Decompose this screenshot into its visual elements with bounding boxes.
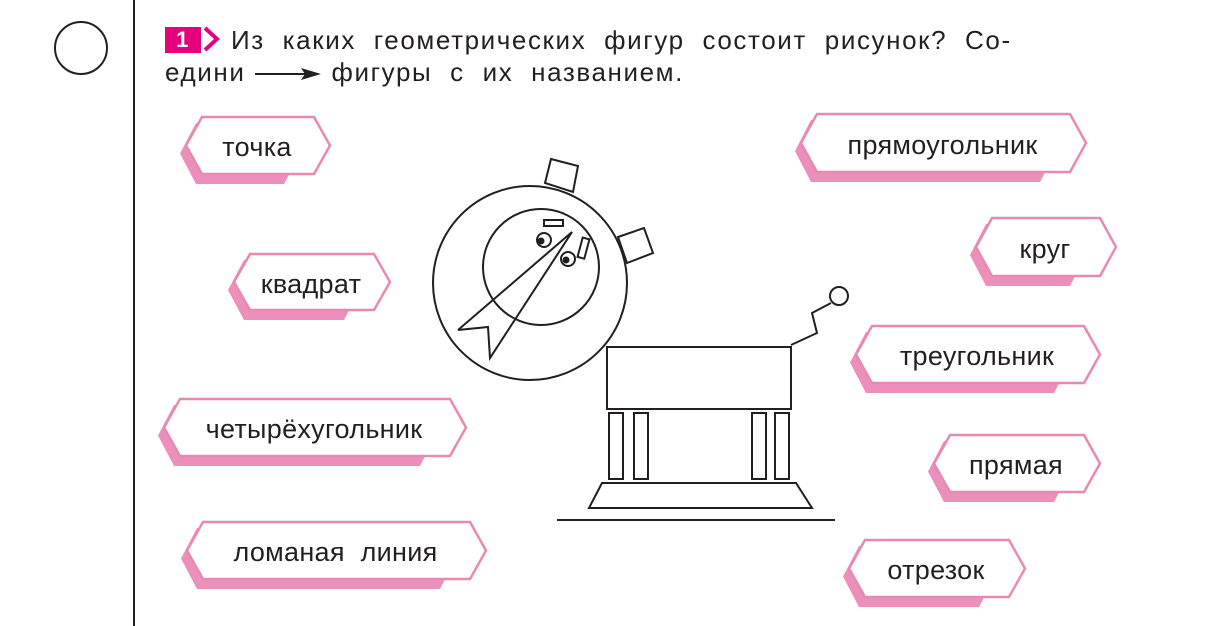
label-text: прямоугольник: [847, 129, 1038, 160]
label-treugolnik[interactable]: треугольник: [850, 324, 1102, 393]
label-text: прямая: [969, 450, 1063, 480]
leg-2: [633, 412, 649, 480]
label-hexagon-frame: [158, 397, 468, 466]
head-inner-circle: [482, 208, 600, 326]
body-rect: [606, 346, 792, 410]
eye-left: [536, 232, 552, 248]
ear-square-top: [543, 157, 580, 194]
chevron-icon: [203, 26, 220, 52]
label-hexagon-frame: [228, 252, 392, 320]
label-text: круг: [1019, 233, 1071, 264]
label-hexagon-frame: [181, 520, 488, 589]
pupil-left: [537, 237, 545, 245]
label-text: треугольник: [899, 341, 1055, 371]
label-krug[interactable]: круг: [970, 216, 1118, 286]
label-text: точка: [222, 132, 292, 162]
task-line-2-end: фигуры с их названием.: [331, 57, 684, 87]
answer-circle[interactable]: [54, 21, 108, 75]
eyebrow-rect-2: [576, 236, 591, 260]
label-hexagon-frame: [843, 538, 1027, 607]
label-chetyrekhugolnik[interactable]: четырёхугольник: [158, 397, 468, 466]
label-tochka[interactable]: точка: [180, 115, 332, 184]
head-outer-circle: [432, 185, 628, 381]
leg-3: [751, 412, 767, 480]
label-pryamaya[interactable]: прямая: [928, 433, 1102, 502]
eyebrow-rect: [543, 219, 564, 227]
label-lomanaya-liniya[interactable]: ломаная линия: [181, 520, 488, 589]
label-text: отрезок: [887, 555, 985, 585]
tail-broken-line: [790, 302, 832, 346]
task-text: 1 Из каких геометрических фигур состоит р…: [165, 24, 1225, 88]
label-text: квадрат: [260, 268, 362, 299]
eye-right: [560, 251, 576, 267]
base-trapezoid: [587, 482, 814, 509]
label-hexagon-frame: [970, 216, 1118, 286]
label-hexagon-frame: [795, 112, 1088, 182]
label-text: четырёхугольник: [205, 414, 423, 444]
margin-divider: [133, 0, 135, 626]
label-pryamougolnik[interactable]: прямоугольник: [795, 112, 1088, 182]
leg-4: [774, 412, 790, 480]
label-otrezok[interactable]: отрезок: [843, 538, 1027, 607]
pupil-right: [562, 256, 570, 264]
label-hexagon-frame: [928, 433, 1102, 502]
label-text: ломаная линия: [233, 537, 438, 567]
ear-square-right: [616, 226, 655, 265]
label-hexagon-frame: [850, 324, 1102, 393]
right-arrow-icon: [255, 68, 322, 81]
label-kvadrat[interactable]: квадрат: [228, 252, 392, 320]
leg-1: [608, 412, 624, 480]
task-line-2-start: едини: [165, 57, 246, 87]
label-hexagon-frame: [180, 115, 332, 184]
task-line-1: Из каких геометрических фигур состоит ри…: [231, 25, 1012, 55]
task-number-badge: 1: [165, 27, 201, 53]
nose-triangle: [457, 231, 573, 362]
tail-ball: [829, 286, 849, 306]
